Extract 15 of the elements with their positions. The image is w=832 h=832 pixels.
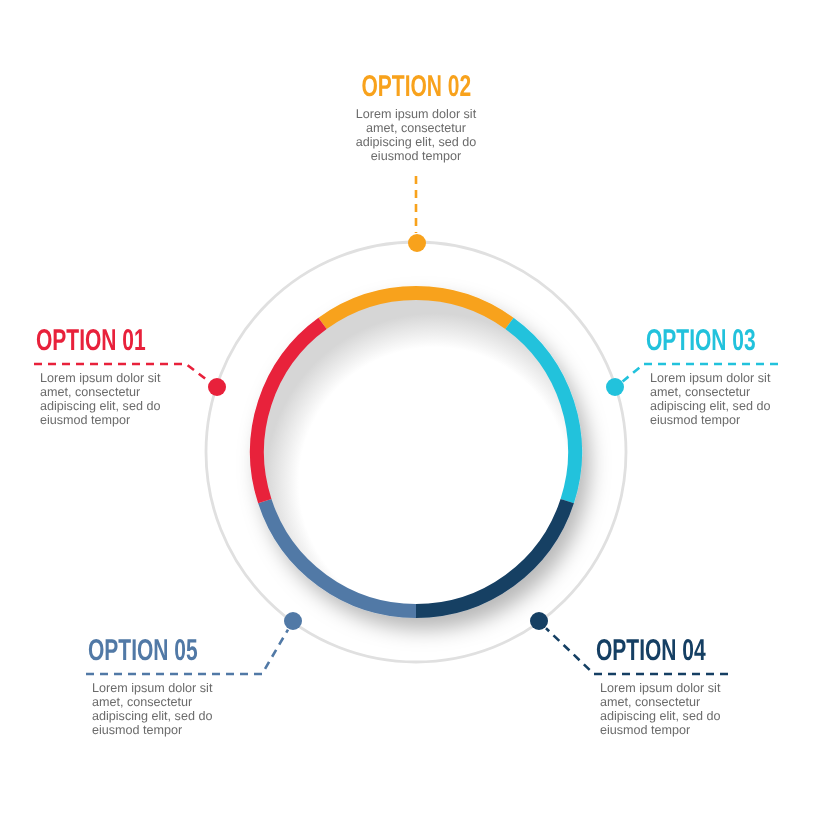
leader-line	[545, 627, 728, 676]
heading: OPTION 02	[361, 72, 471, 102]
heading: OPTION 01	[36, 326, 146, 356]
heading: OPTION 05	[88, 636, 198, 666]
dot-icon	[530, 612, 549, 631]
dot-icon	[606, 378, 625, 397]
dot-icon	[207, 378, 226, 397]
leader-line	[414, 176, 418, 233]
leader-line	[621, 362, 778, 383]
heading: OPTION 03	[646, 326, 756, 356]
leader-line	[86, 628, 290, 676]
dot-icon	[283, 612, 302, 631]
leader-line	[34, 362, 210, 383]
heading: OPTION 04	[596, 636, 706, 666]
dot-icon	[407, 233, 425, 251]
